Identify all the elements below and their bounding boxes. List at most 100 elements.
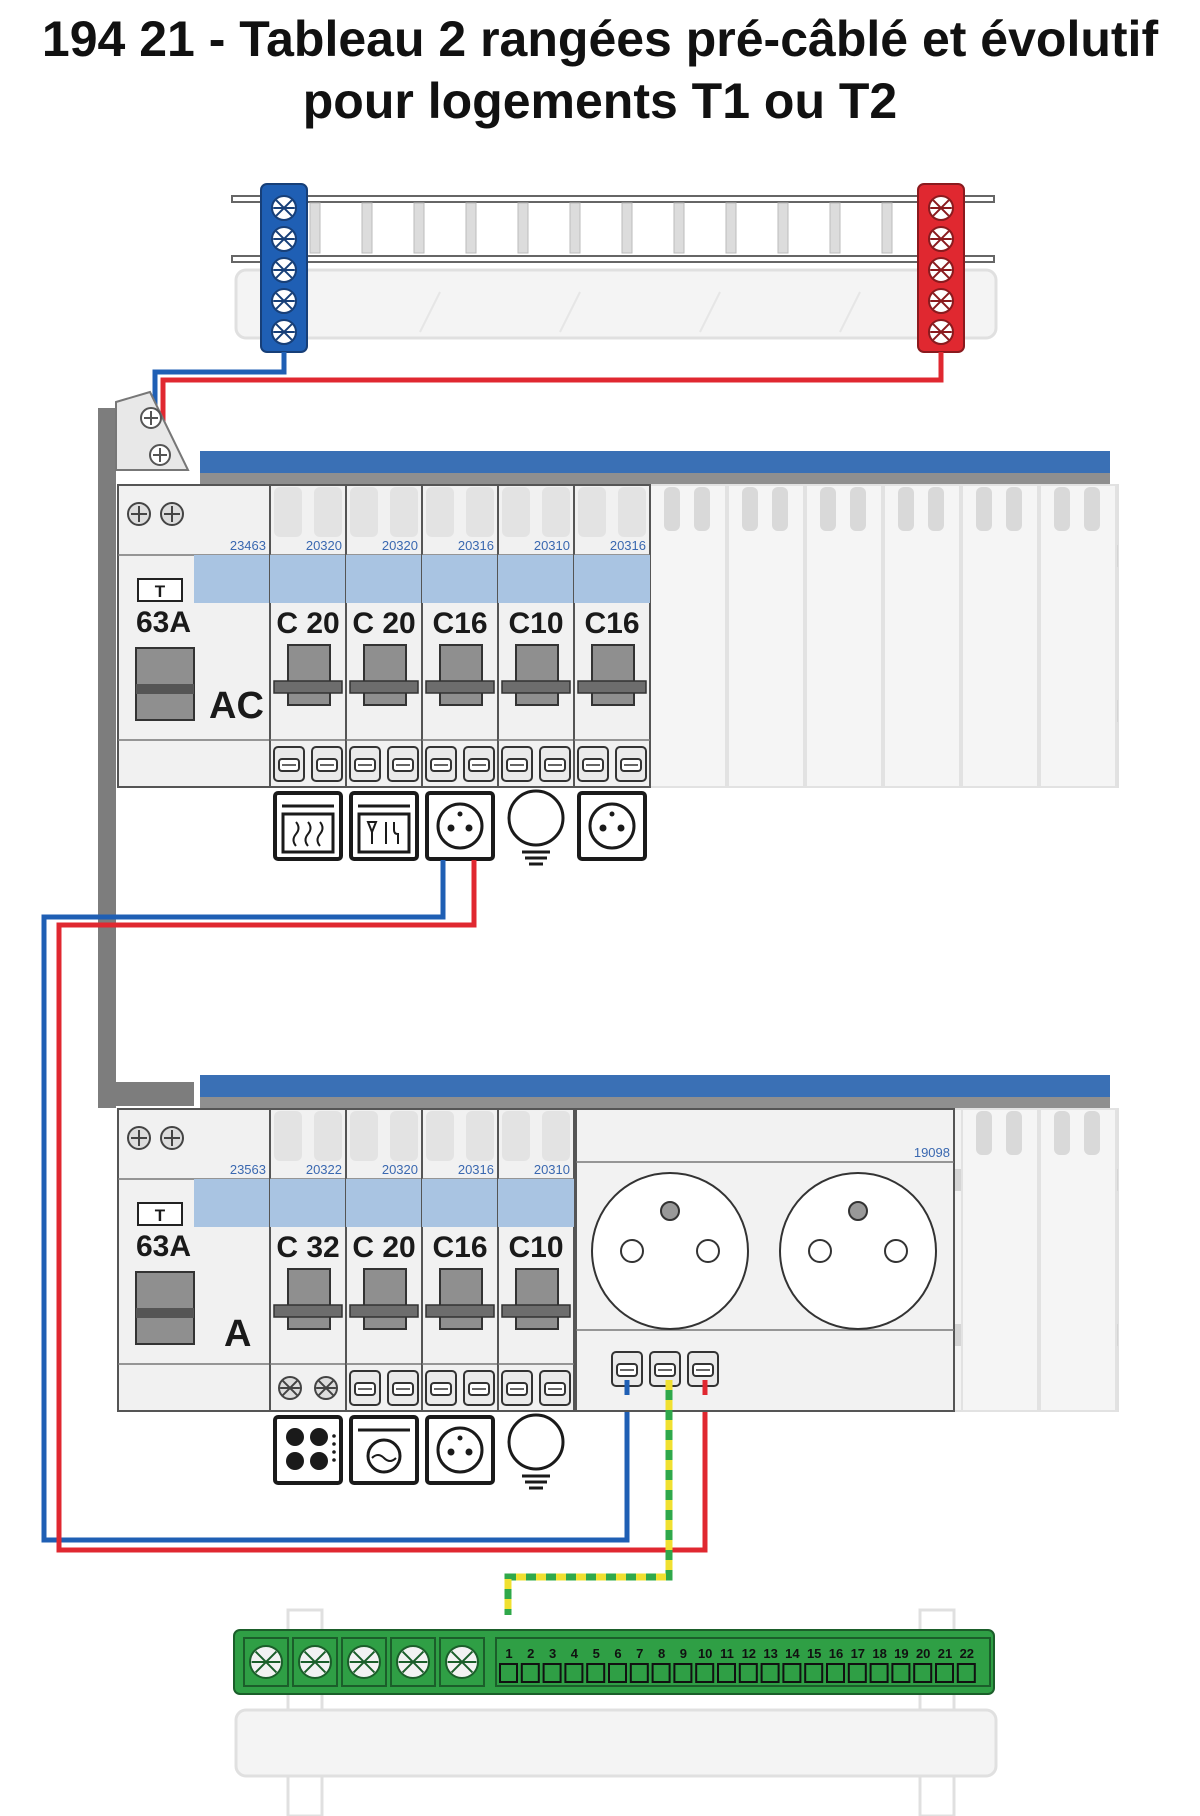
earth-slot	[695, 1663, 715, 1683]
breaker-rating: C16	[584, 607, 639, 640]
breaker-ref: 20316	[610, 538, 646, 553]
test-button[interactable]	[137, 578, 183, 602]
circuit-breaker: 20320 C 20	[345, 1108, 423, 1412]
wire-terminal	[501, 746, 533, 782]
socket-icon	[425, 1415, 495, 1485]
earth-slot-number: 14	[785, 1646, 800, 1661]
wire-terminal	[425, 1370, 457, 1406]
breaker-ref: 20316	[458, 538, 494, 553]
wire-terminal	[539, 746, 571, 782]
terminal-screw	[271, 226, 297, 252]
breaker-toggle[interactable]	[349, 1268, 419, 1330]
breaker-toggle[interactable]	[577, 644, 647, 706]
washing-machine-icon	[349, 1415, 419, 1485]
earth-slot	[891, 1663, 911, 1683]
earth-slot	[564, 1663, 584, 1683]
wire-terminal	[539, 1370, 571, 1406]
wire-terminal	[387, 1370, 419, 1406]
phase-wire-row1-to-row2	[56, 860, 708, 1553]
breaker-toggle[interactable]	[349, 644, 419, 706]
terminal-screw	[445, 1645, 479, 1679]
top-busbar-row-1	[200, 451, 1110, 473]
breaker-rating: C10	[508, 1231, 563, 1264]
terminal-screw	[928, 195, 954, 221]
earth-slot-number: 4	[571, 1646, 579, 1661]
top-busbar-row-2	[200, 1075, 1110, 1097]
socket-icon	[591, 1172, 749, 1330]
earth-slot	[542, 1663, 562, 1683]
breaker-rating: C16	[432, 607, 487, 640]
socket-icon	[577, 791, 647, 861]
terminal-screw	[314, 1376, 338, 1400]
earth-slot-number: 2	[527, 1646, 534, 1661]
terminal-screw	[298, 1645, 332, 1679]
breaker-ref: 20310	[534, 538, 570, 553]
breaker-ref: 20320	[382, 1162, 418, 1177]
double-socket-module: 19098	[575, 1108, 955, 1412]
wire-terminal	[463, 746, 495, 782]
terminal-screw	[928, 226, 954, 252]
earth-slot-number: 11	[720, 1646, 734, 1661]
grey-bridge	[98, 390, 194, 1108]
earth-slot-number: 13	[763, 1646, 777, 1661]
breaker-rating: C16	[432, 1231, 487, 1264]
earth-slot-number: 20	[916, 1646, 930, 1661]
title-line-2: pour logements T1 ou T2	[302, 73, 898, 129]
earth-slot-number: 6	[614, 1646, 621, 1661]
test-button[interactable]	[137, 1202, 183, 1226]
terminal-screw	[271, 288, 297, 314]
rcd-row-1: 23463 T 63A AC	[117, 484, 271, 788]
earth-slot-number: 16	[829, 1646, 843, 1661]
terminal-screw	[249, 1645, 283, 1679]
terminal-screw	[278, 1376, 302, 1400]
breaker-toggle[interactable]	[425, 1268, 495, 1330]
terminal-screw	[928, 319, 954, 345]
rcd-ref: 23463	[230, 538, 266, 553]
terminal-screw	[347, 1645, 381, 1679]
earth-slot	[782, 1663, 802, 1683]
earth-slot-number: 18	[872, 1646, 886, 1661]
rcd-type: AC	[209, 685, 264, 727]
wire-terminal	[387, 746, 419, 782]
wire-terminal	[273, 746, 305, 782]
earth-slot	[520, 1663, 540, 1683]
earth-slot-number: 8	[658, 1646, 665, 1661]
breaker-ref: 20316	[458, 1162, 494, 1177]
page-title: 194 21 - Tableau 2 rangées pré-câblé et …	[0, 8, 1200, 132]
earth-slot	[499, 1663, 518, 1683]
earth-slot-number: 12	[742, 1646, 756, 1661]
wire-terminal	[311, 746, 343, 782]
rcd-amp: 63A	[136, 1230, 191, 1263]
breaker-ref: 20320	[306, 538, 342, 553]
wire-terminal	[615, 746, 647, 782]
breaker-toggle[interactable]	[273, 1268, 343, 1330]
test-badge-label: T	[155, 1206, 166, 1225]
wire-terminal	[649, 1351, 681, 1387]
breaker-ref: 20320	[382, 538, 418, 553]
socket-icon	[425, 791, 495, 861]
breaker-rating: C 20	[352, 1231, 415, 1264]
earth-slot-number: 22	[960, 1646, 974, 1661]
breaker-toggle[interactable]	[501, 1268, 571, 1330]
earth-slot	[629, 1663, 649, 1683]
breaker-toggle[interactable]	[425, 644, 495, 706]
terminal-screw	[928, 257, 954, 283]
breaker-ref: 20310	[534, 1162, 570, 1177]
wire-terminal	[687, 1351, 719, 1387]
earth-slot-number: 3	[549, 1646, 556, 1661]
earth-slot	[869, 1663, 889, 1683]
breaker-toggle[interactable]	[501, 644, 571, 706]
title-line-1: 194 21 - Tableau 2 rangées pré-câblé et …	[41, 11, 1159, 67]
earth-slot-number: 9	[680, 1646, 687, 1661]
earth-slot	[804, 1663, 824, 1683]
breaker-toggle[interactable]	[273, 644, 343, 706]
light-bulb-icon	[507, 1413, 565, 1490]
wire-terminal	[611, 1351, 643, 1387]
